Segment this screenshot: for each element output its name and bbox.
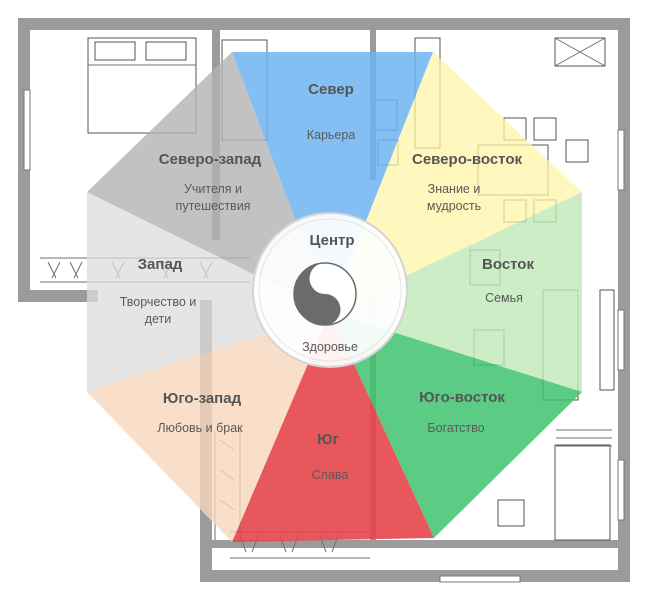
left-upper-wall [18,290,98,302]
yin-yang-icon [293,262,357,326]
label-north-subtitle: Карьера [307,128,356,142]
sector-west [87,192,330,392]
pillow [94,41,136,61]
sector-south [232,312,434,542]
pillow [145,41,187,61]
center-title: Центр [309,232,354,249]
sector-southeast [330,312,582,538]
label-southwest-subtitle: Любовь и брак [157,421,243,435]
label-south-subtitle: Слава [312,468,349,482]
label-west-title: Запад [138,256,183,273]
label-west-subtitle-2: дети [145,312,172,326]
label-northwest-subtitle-2: путешествия [176,199,251,213]
window [617,129,625,191]
cabinet-cross [554,37,606,67]
label-southeast-title: Юго-восток [419,389,505,406]
interior-wall [212,540,630,548]
label-northeast-subtitle-1: Знание и [428,182,481,196]
step-lines [556,429,612,447]
window [439,575,521,583]
chair [565,139,589,163]
window [617,459,625,521]
label-east-title: Восток [482,256,534,273]
window [617,309,625,371]
label-south-title: Юг [317,431,339,448]
sector-east [330,192,582,392]
window [23,89,31,171]
label-northwest-subtitle-1: Учителя и [184,182,242,196]
desk-chair [497,499,525,527]
center-disc-inner [258,218,402,362]
label-southeast-subtitle: Богатство [427,421,484,435]
label-northeast-title: Северо-восток [412,151,523,168]
label-southwest-title: Юго-запад [163,390,242,407]
label-northwest-title: Северо-запад [159,151,262,168]
label-northeast-subtitle-2: мудрость [427,199,481,213]
chair [533,117,557,141]
sector-labels: Север Карьера Северо-восток Знание и муд… [120,81,535,482]
label-west-subtitle-1: Творчество и [120,295,197,309]
label-north-title: Север [308,81,354,98]
desk [554,444,611,541]
center-circle: Центр Здоровье [252,212,408,368]
center-subtitle: Здоровье [302,340,358,354]
sector-southwest [87,312,330,542]
sector-north [232,52,433,312]
label-east-subtitle: Семья [485,291,523,305]
tv-unit [599,289,615,391]
